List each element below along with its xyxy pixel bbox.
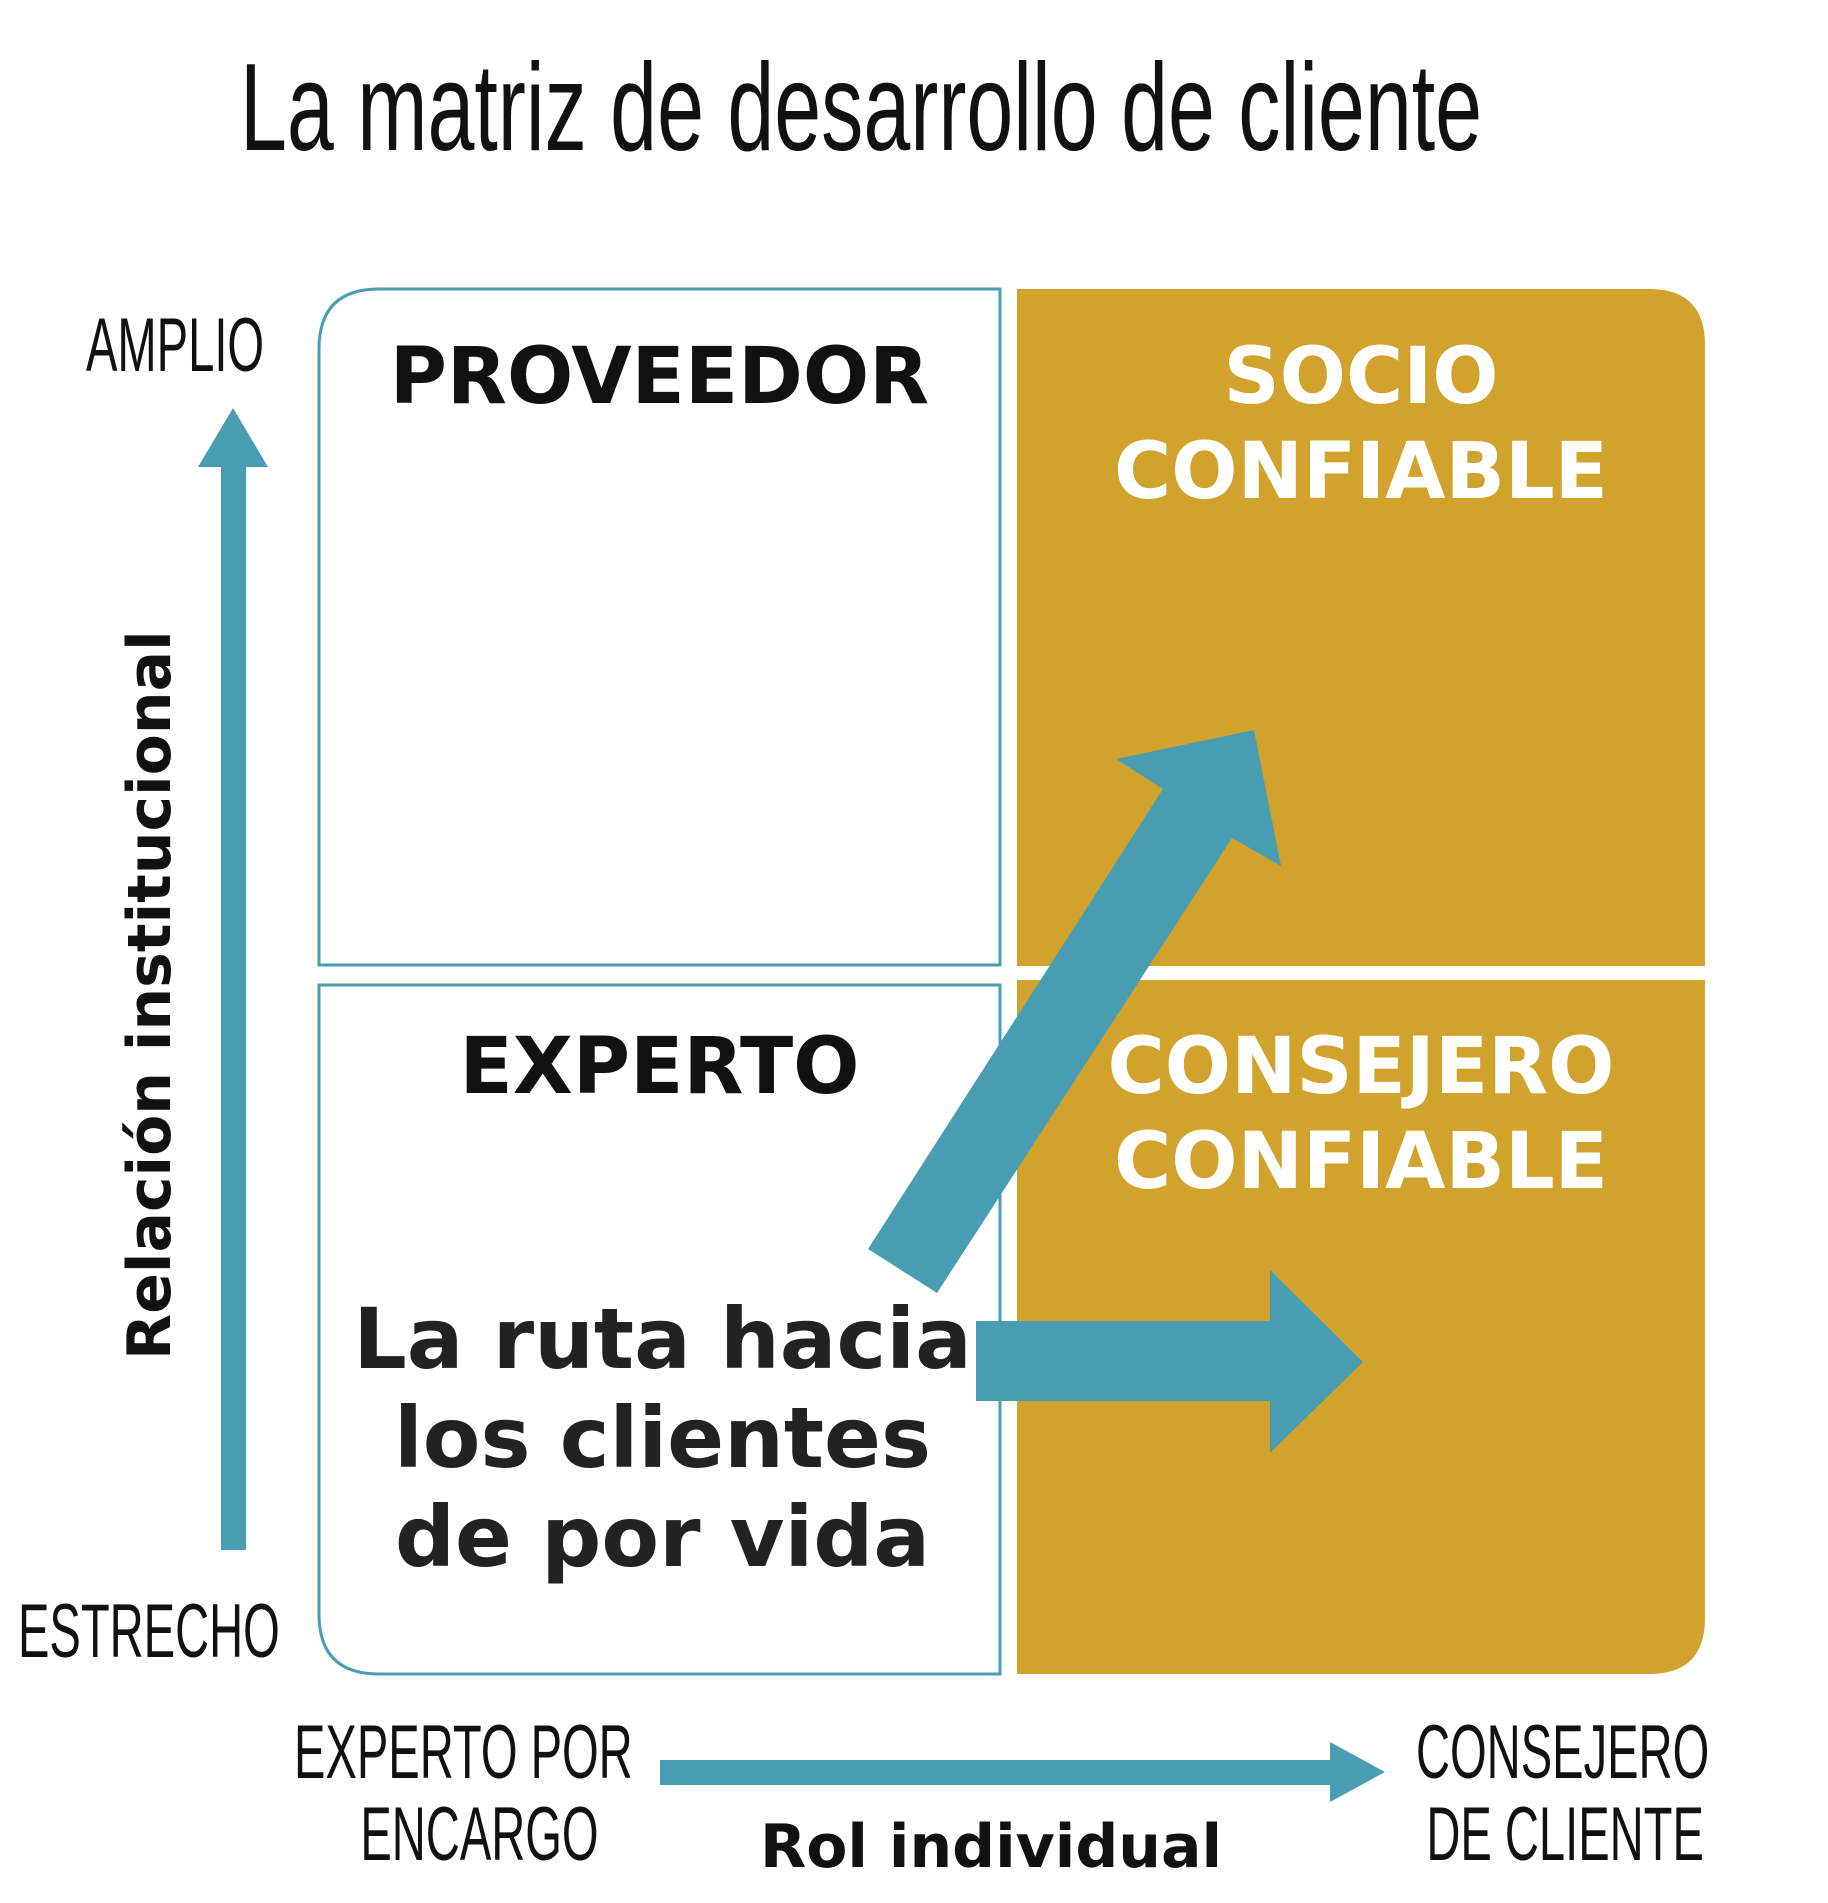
route-line2: los clientes <box>393 1389 932 1488</box>
quadrant-socio-label: SOCIO CONFIABLE <box>1017 330 1705 520</box>
quadrant-consejero-line1: CONSEJERO <box>1107 1022 1615 1112</box>
quadrant-experto-label: EXPERTO <box>459 1022 860 1112</box>
x-axis-left-label: EXPERTO POR ENCARGO <box>294 1710 633 1878</box>
y-axis-title: Relación institucional <box>115 630 185 1360</box>
quadrant-consejero-label: CONSEJERO CONFIABLE <box>1017 1020 1705 1210</box>
x-axis-arrow <box>660 1742 1385 1802</box>
quadrant-socio-line2: CONFIABLE <box>1114 427 1608 518</box>
route-arrow-right <box>976 1270 1363 1453</box>
quadrant-socio-line1: SOCIO <box>1223 332 1499 422</box>
x-axis-right-label: CONSEJERO DE CLIENTE <box>1416 1710 1710 1878</box>
route-line1: La ruta hacia <box>353 1290 972 1388</box>
y-axis-arrow <box>198 408 268 1550</box>
x-axis-left-line2: ENCARGO <box>360 1792 599 1878</box>
quadrant-proveedor-label: PROVEEDOR <box>389 332 930 422</box>
y-axis-top-label: AMPLIO <box>86 303 265 388</box>
route-line3: de por vida <box>394 1488 931 1587</box>
x-axis-right-line2: DE CLIENTE <box>1426 1792 1704 1878</box>
x-axis-right-line1: CONSEJERO <box>1416 1710 1710 1795</box>
page-title: La matriz de desarrollo de cliente <box>240 39 1483 177</box>
quadrant-experto-box <box>317 983 1002 1676</box>
quadrant-consejero-line2: CONFIABLE <box>1114 1117 1608 1208</box>
x-axis-left-line1: EXPERTO POR <box>294 1710 633 1795</box>
y-axis-bottom-label: ESTRECHO <box>18 1589 280 1674</box>
route-caption: La ruta hacia los clientes de por vida <box>330 1290 995 1587</box>
route-arrow-diagonal <box>868 730 1281 1293</box>
x-axis-title: Rol individual <box>760 1812 1223 1882</box>
quadrant-proveedor-box <box>317 287 1002 967</box>
quadrant-divider <box>1017 966 1707 980</box>
